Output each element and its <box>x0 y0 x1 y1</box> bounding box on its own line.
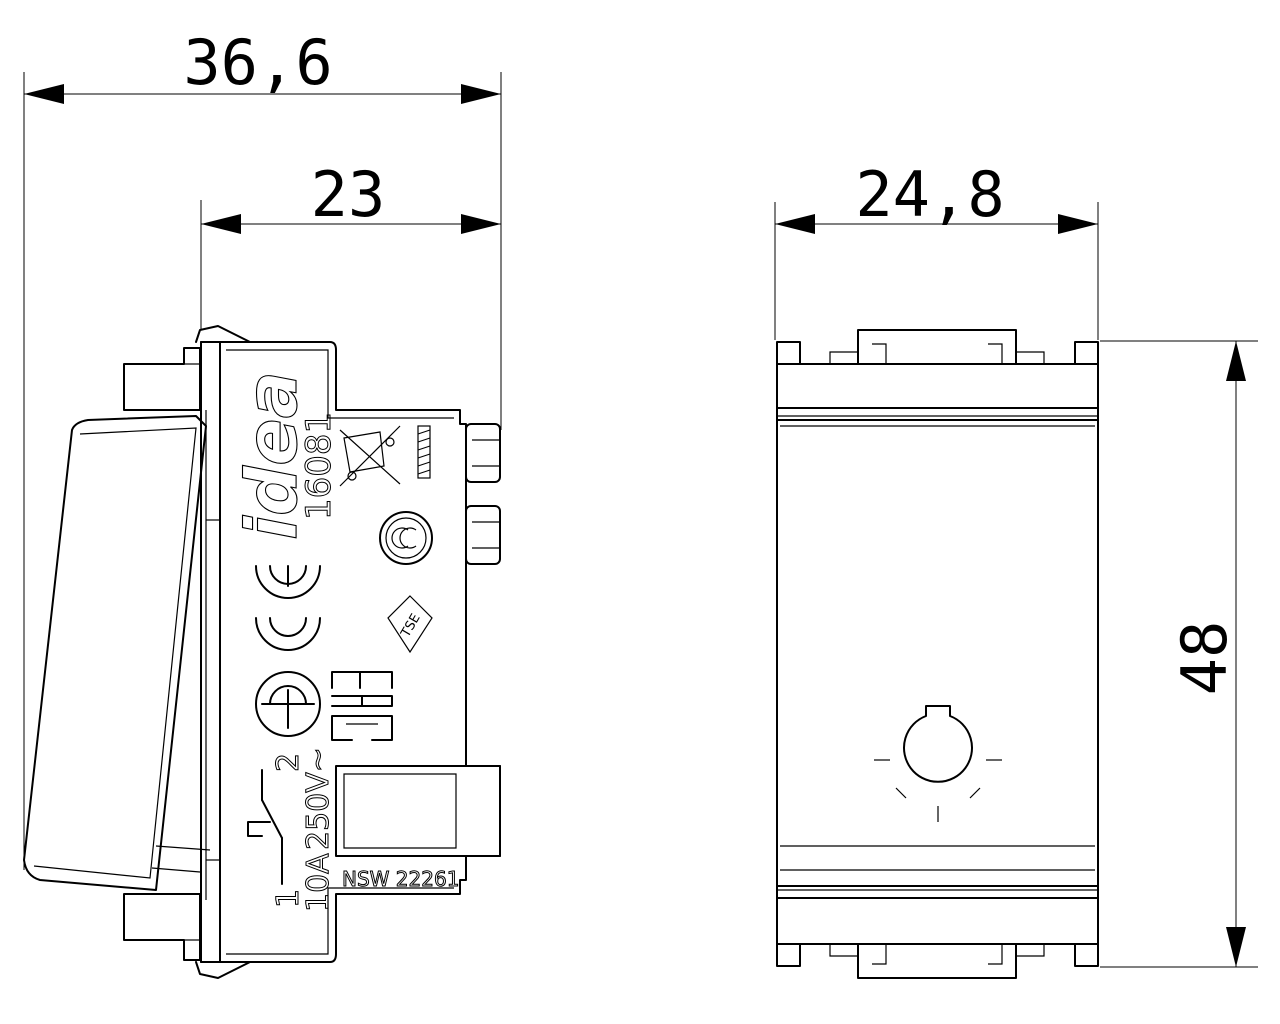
dim-label-23: 23 <box>311 158 386 231</box>
ccc-mark-icon <box>379 511 433 565</box>
rocker-lever <box>23 415 211 891</box>
front-frame <box>776 363 1099 945</box>
brand-idea: idea <box>231 371 313 540</box>
dim-line-48 <box>1226 341 1246 967</box>
side-view: idea 16081 <box>23 325 501 979</box>
terminal-screws <box>465 423 501 740</box>
left-flanges <box>123 347 201 961</box>
front-view <box>776 329 1099 979</box>
dim-label-48: 48 <box>1168 621 1241 696</box>
rating-voltage: 250V~ <box>301 747 336 850</box>
lamp-icon <box>874 705 1002 822</box>
hatched-strip <box>417 425 431 479</box>
dim-label-36-6: 36,6 <box>183 26 332 99</box>
rocker-face <box>776 419 1099 887</box>
switch-schematic <box>247 769 283 885</box>
terminal-2-label: 2 <box>271 753 306 772</box>
terminal-clamp <box>335 765 501 857</box>
ce-mark-icon <box>255 565 321 599</box>
serial-number: NSW 22261 <box>342 867 459 891</box>
imq-mark-icon <box>255 671 321 737</box>
dim-line-24-8 <box>775 214 1098 234</box>
article-code: 16081 <box>299 412 339 520</box>
eac-mark-icon <box>331 671 393 741</box>
dim-label-24-8: 24,8 <box>855 158 1004 231</box>
dim-line-36-6 <box>24 84 501 104</box>
c-mark-icon <box>255 617 321 651</box>
tse-mark-icon: TSE <box>387 595 433 654</box>
rating-current: 10A <box>301 853 336 912</box>
front-view-dimensions: 24,8 48 <box>774 158 1258 968</box>
weee-bin-icon <box>339 425 401 487</box>
dim-line-23 <box>201 214 501 234</box>
side-view-dimensions: 36,6 23 <box>23 26 502 870</box>
terminal-1-label: 1 <box>271 889 306 908</box>
